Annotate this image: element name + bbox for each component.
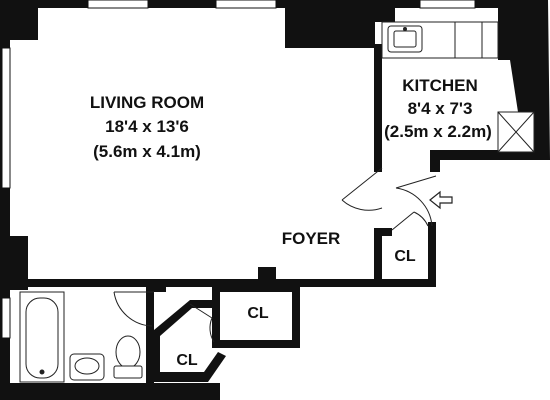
room-labels: LIVING ROOM 18'4 x 13'6 (5.6m x 4.1m) KI… (90, 76, 492, 369)
stove-cross (497, 111, 535, 153)
wall-living-kitchen-divider (374, 44, 382, 172)
wall-left-lower (0, 290, 10, 400)
kitchen-dimensions: 8'4 x 7'3 (408, 99, 473, 118)
windows (1, 0, 476, 339)
sink-icon (69, 353, 105, 381)
door-closet-bath[interactable] (189, 303, 215, 343)
window-left-2 (1, 297, 11, 339)
wall-corner-top-left (0, 0, 38, 40)
kitchen-name: KITCHEN (402, 76, 478, 95)
wall-closet-bath (154, 300, 226, 382)
closet-bath-label: CL (176, 352, 198, 369)
closet-center-label: CL (247, 305, 269, 322)
wall-closet-right-right (428, 222, 436, 284)
door-entry[interactable] (395, 175, 437, 227)
wall-kitchen-bottom (430, 150, 534, 172)
window-top-2 (215, 0, 277, 9)
door-kitchen[interactable] (341, 167, 383, 211)
entry-arrow-icon (429, 190, 453, 210)
wall-bath-top-right (146, 284, 166, 292)
wall-foyer-bottom (28, 279, 436, 287)
living-room-metric: (5.6m x 4.1m) (93, 142, 201, 161)
wall-living-kitchen-top (285, 8, 395, 48)
wall-closet-right-left (374, 228, 382, 284)
wall-bath-right (146, 284, 154, 400)
living-room-name: LIVING ROOM (90, 93, 204, 112)
closet-right-label: CL (394, 248, 416, 265)
wall-closet-right-top (374, 228, 392, 236)
bathroom-fixtures (19, 291, 143, 383)
kitchen-sink-icon (387, 25, 423, 53)
toilet-icon (113, 335, 143, 379)
window-left-1 (1, 47, 11, 189)
wall-bottom (0, 383, 220, 400)
door-closet-right[interactable] (391, 211, 429, 231)
kitchen-fixtures (381, 21, 535, 153)
doors (113, 167, 437, 343)
window-top-3 (419, 0, 476, 9)
wall-right (498, 0, 550, 160)
window-top-1 (87, 0, 149, 9)
kitchen-metric: (2.5m x 2.2m) (384, 122, 492, 141)
foyer-name: FOYER (282, 229, 341, 248)
living-room-dimensions: 18'4 x 13'6 (105, 117, 189, 136)
door-bath[interactable] (113, 291, 154, 327)
wall-corner-left (0, 236, 28, 290)
wall-column (258, 267, 276, 281)
wall-closet-center (212, 284, 300, 348)
bathtub-icon (19, 291, 65, 383)
